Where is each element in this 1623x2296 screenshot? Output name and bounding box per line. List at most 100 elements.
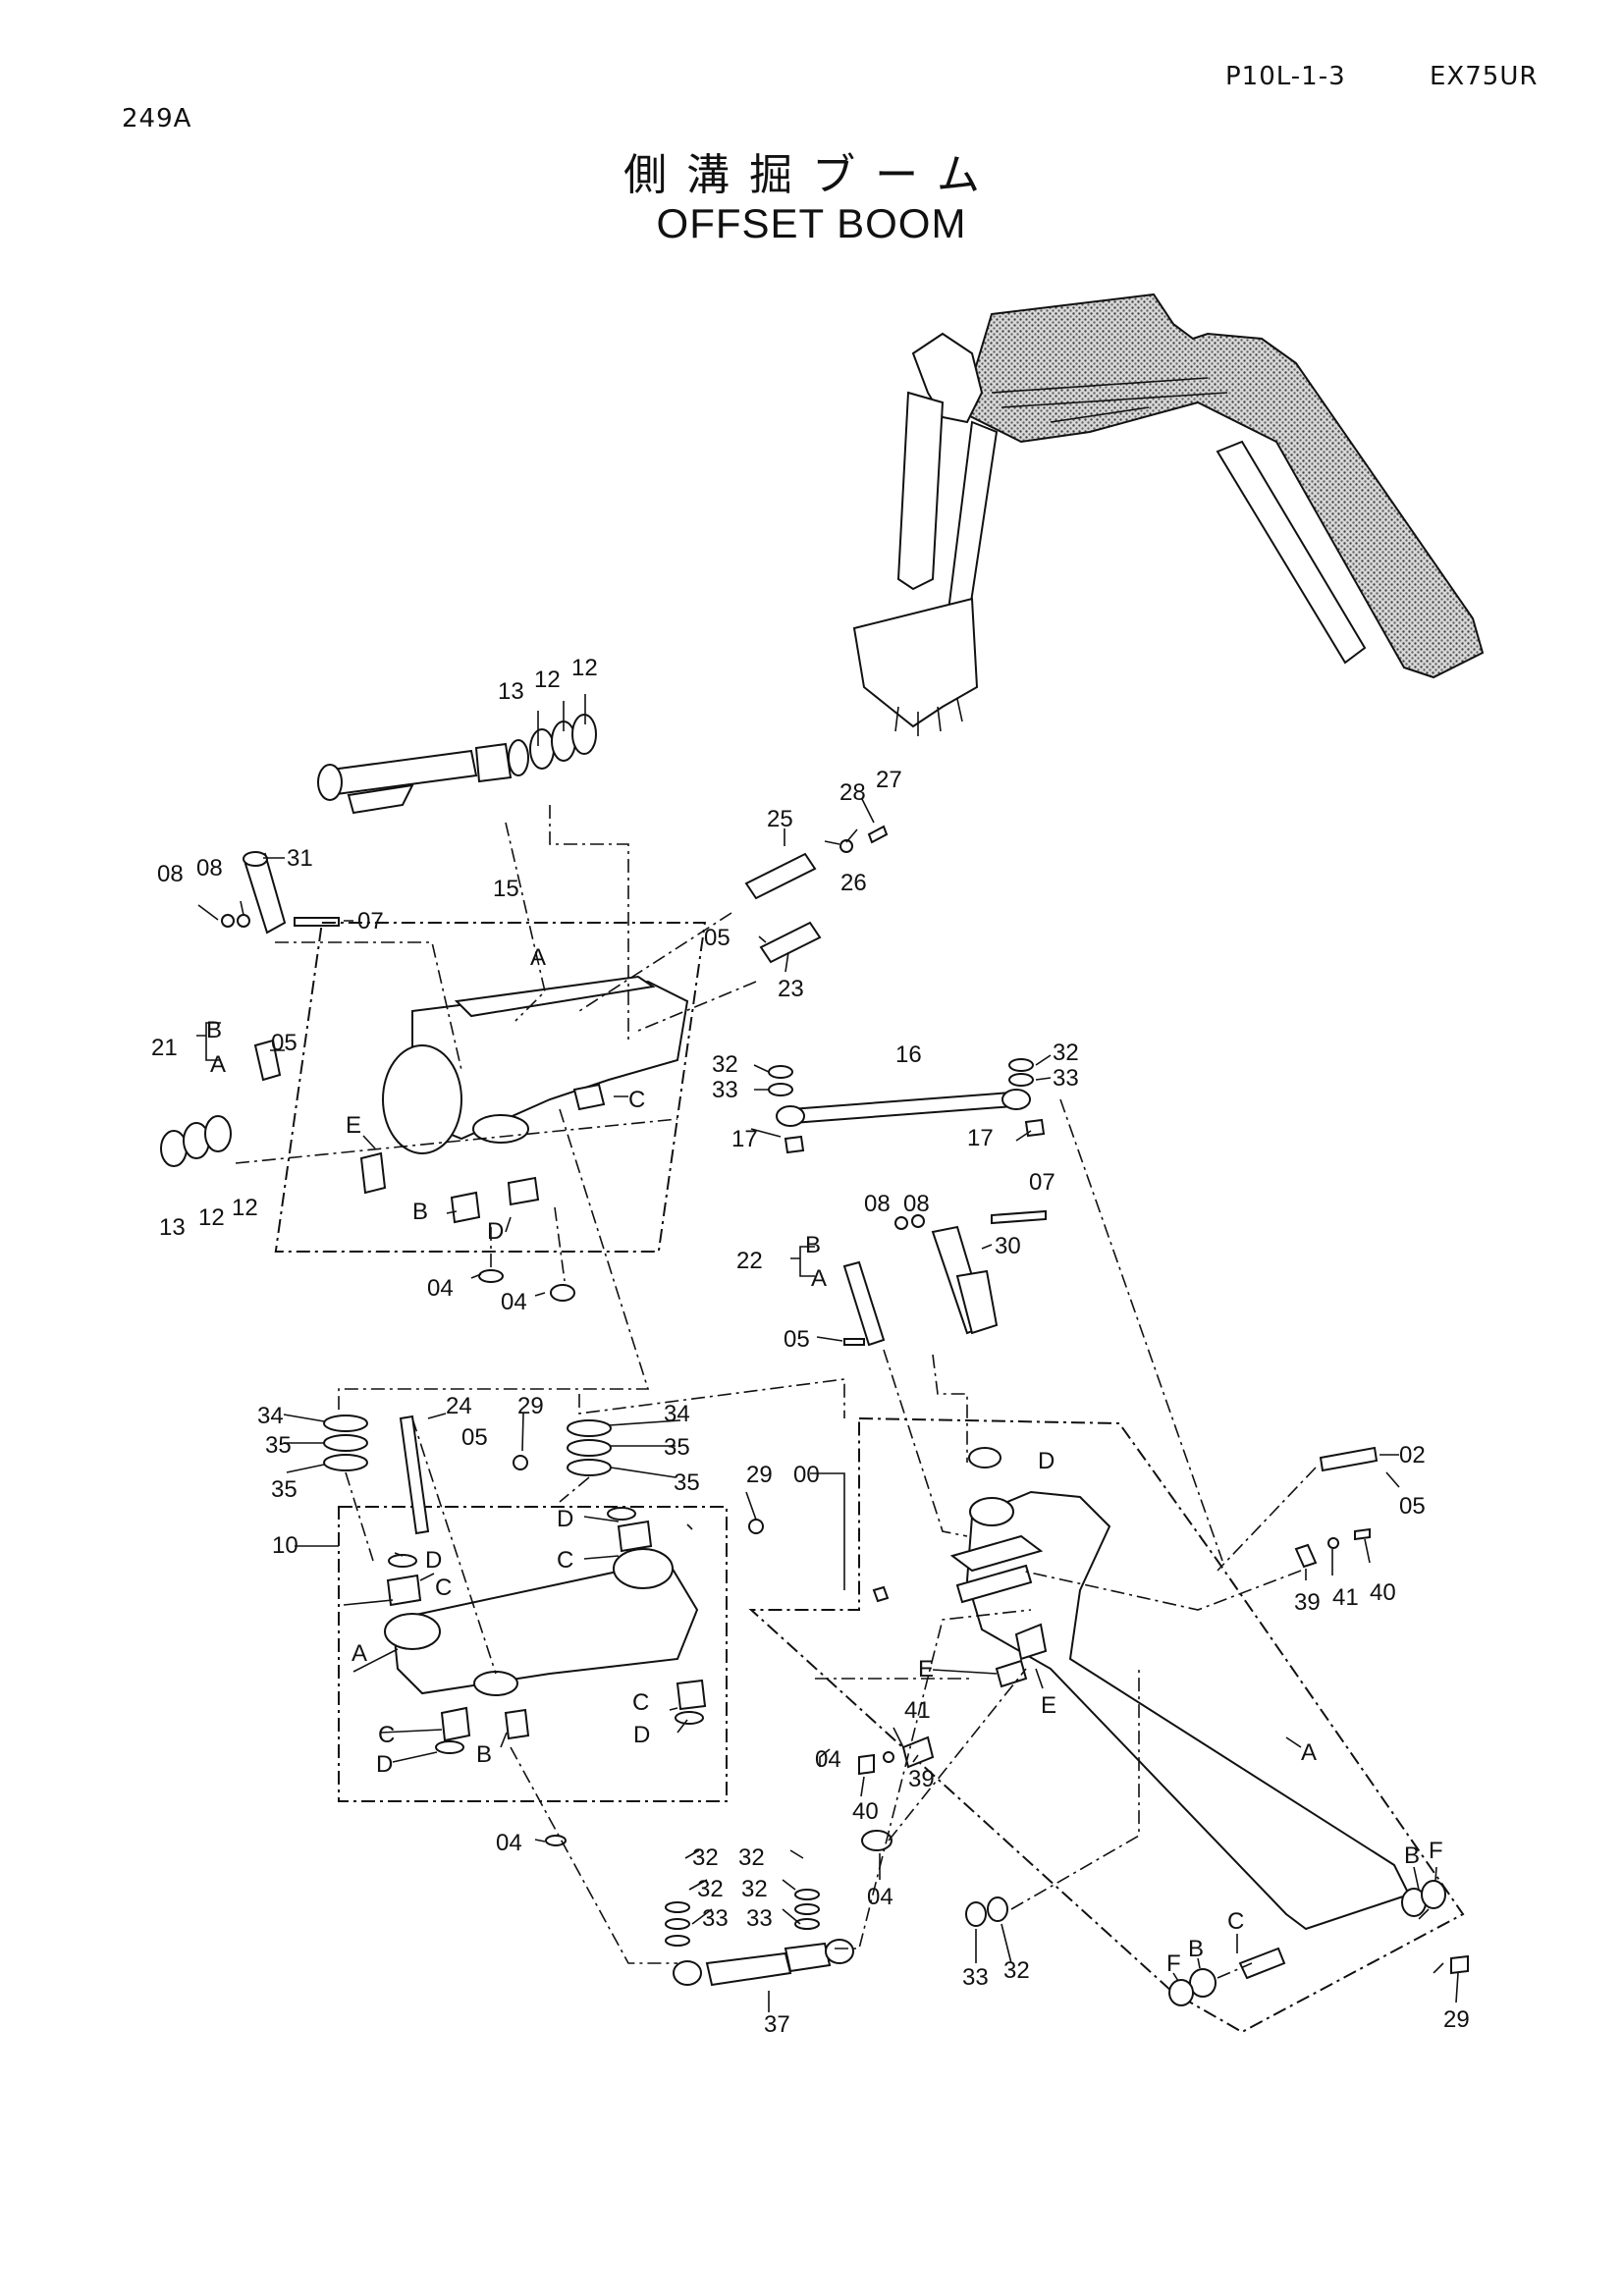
callout-labels: 13 12 12 31 08 08 07 15 A 21 B A 05 C 13… xyxy=(151,655,1470,2038)
callout: 29 xyxy=(746,1462,773,1488)
callout: 15 xyxy=(493,876,519,902)
callout: 22 xyxy=(736,1248,763,1274)
callout: 32 xyxy=(692,1844,719,1871)
callout: 21 xyxy=(151,1035,178,1061)
callout: 00 xyxy=(793,1462,820,1488)
callout: C xyxy=(1227,1908,1244,1935)
pins-25-23 xyxy=(744,825,889,964)
callout: D xyxy=(425,1547,442,1574)
callout: 12 xyxy=(198,1204,225,1231)
callout: 29 xyxy=(517,1393,544,1419)
callout: 05 xyxy=(461,1424,488,1451)
leader-lines xyxy=(196,694,1459,2012)
callout: D xyxy=(557,1506,573,1532)
callout: 34 xyxy=(257,1403,284,1429)
callout: 33 xyxy=(702,1905,729,1932)
callout: 32 xyxy=(1053,1040,1079,1066)
callout: 39 xyxy=(908,1766,935,1792)
callout: 39 xyxy=(1294,1589,1321,1616)
callout: B xyxy=(805,1232,821,1258)
callout: 04 xyxy=(815,1746,841,1773)
callout: D xyxy=(376,1751,393,1778)
callout: E xyxy=(346,1112,361,1139)
callout: D xyxy=(487,1218,504,1245)
callout: 35 xyxy=(674,1469,700,1496)
callout: 08 xyxy=(157,861,184,887)
callout: 08 xyxy=(864,1191,891,1217)
callout: C xyxy=(557,1547,573,1574)
callout: 27 xyxy=(876,767,902,793)
callout: 07 xyxy=(357,908,384,934)
callout: 35 xyxy=(271,1476,298,1503)
rod-16 xyxy=(768,1058,1046,1154)
callout: 41 xyxy=(1332,1584,1359,1611)
callout: 04 xyxy=(496,1830,522,1856)
callout: 17 xyxy=(731,1126,758,1152)
callout: 31 xyxy=(287,845,313,872)
callout: 33 xyxy=(962,1964,989,1991)
callout: 13 xyxy=(159,1214,186,1241)
callout: 24 xyxy=(446,1393,472,1419)
callout: 04 xyxy=(501,1289,527,1315)
callout: 32 xyxy=(712,1051,738,1078)
model-name: EX75UR xyxy=(1430,62,1539,91)
callout: B xyxy=(1404,1842,1420,1869)
link-10 xyxy=(384,1507,707,1846)
callout: 10 xyxy=(272,1532,298,1559)
callout: 41 xyxy=(904,1697,931,1724)
callout: F xyxy=(1166,1950,1181,1977)
callout: F xyxy=(1429,1838,1443,1864)
callout: 05 xyxy=(784,1326,810,1353)
callout: 33 xyxy=(1053,1065,1079,1092)
callout: 25 xyxy=(767,806,793,832)
callout: 16 xyxy=(895,1041,922,1068)
callout: 35 xyxy=(664,1434,690,1461)
callout: E xyxy=(918,1656,934,1682)
excavator-overview xyxy=(852,293,1485,736)
callout: 17 xyxy=(967,1125,994,1151)
callout: C xyxy=(435,1575,452,1601)
cylinder-30 xyxy=(842,1209,1047,1347)
callout: 05 xyxy=(704,925,730,951)
callout: 12 xyxy=(534,667,561,693)
callout: 12 xyxy=(571,655,598,681)
callout: 05 xyxy=(271,1030,298,1056)
callout: A xyxy=(352,1640,367,1667)
callout: 33 xyxy=(746,1905,773,1932)
callout: 33 xyxy=(712,1077,738,1103)
callout: E xyxy=(1041,1692,1056,1719)
cylinder-top xyxy=(317,714,597,815)
callout: A xyxy=(530,944,546,971)
title-english: OFFSET BOOM xyxy=(656,200,967,246)
callout: 02 xyxy=(1399,1442,1426,1468)
callout: 34 xyxy=(664,1401,690,1427)
callout: 04 xyxy=(427,1275,454,1302)
callout: 32 xyxy=(1003,1957,1030,1984)
cylinder-37 xyxy=(665,1889,854,1987)
callout: A xyxy=(210,1051,226,1078)
callout: C xyxy=(632,1689,649,1716)
callout: 05 xyxy=(1399,1493,1426,1520)
callout: B xyxy=(206,1017,222,1043)
title-japanese: 側溝掘ブーム xyxy=(623,150,1000,200)
callout: C xyxy=(628,1087,645,1113)
callout: B xyxy=(1188,1936,1204,1962)
callout: 08 xyxy=(196,855,223,881)
callout: 32 xyxy=(741,1876,768,1902)
callout: B xyxy=(412,1199,428,1225)
callout: 29 xyxy=(1443,2006,1470,2033)
callout: 23 xyxy=(778,976,804,1002)
callout: D xyxy=(1038,1448,1055,1474)
callout: 32 xyxy=(738,1844,765,1871)
pin-31-assembly xyxy=(221,851,340,934)
callout: 30 xyxy=(995,1233,1021,1259)
callout: 35 xyxy=(265,1432,292,1459)
callout: 37 xyxy=(764,2011,790,2038)
callout: C xyxy=(378,1722,395,1748)
callout: A xyxy=(1301,1739,1317,1766)
callout: 07 xyxy=(1029,1169,1055,1196)
callout: 12 xyxy=(232,1195,258,1221)
callout: 28 xyxy=(839,779,866,806)
callout: 40 xyxy=(1370,1579,1396,1606)
